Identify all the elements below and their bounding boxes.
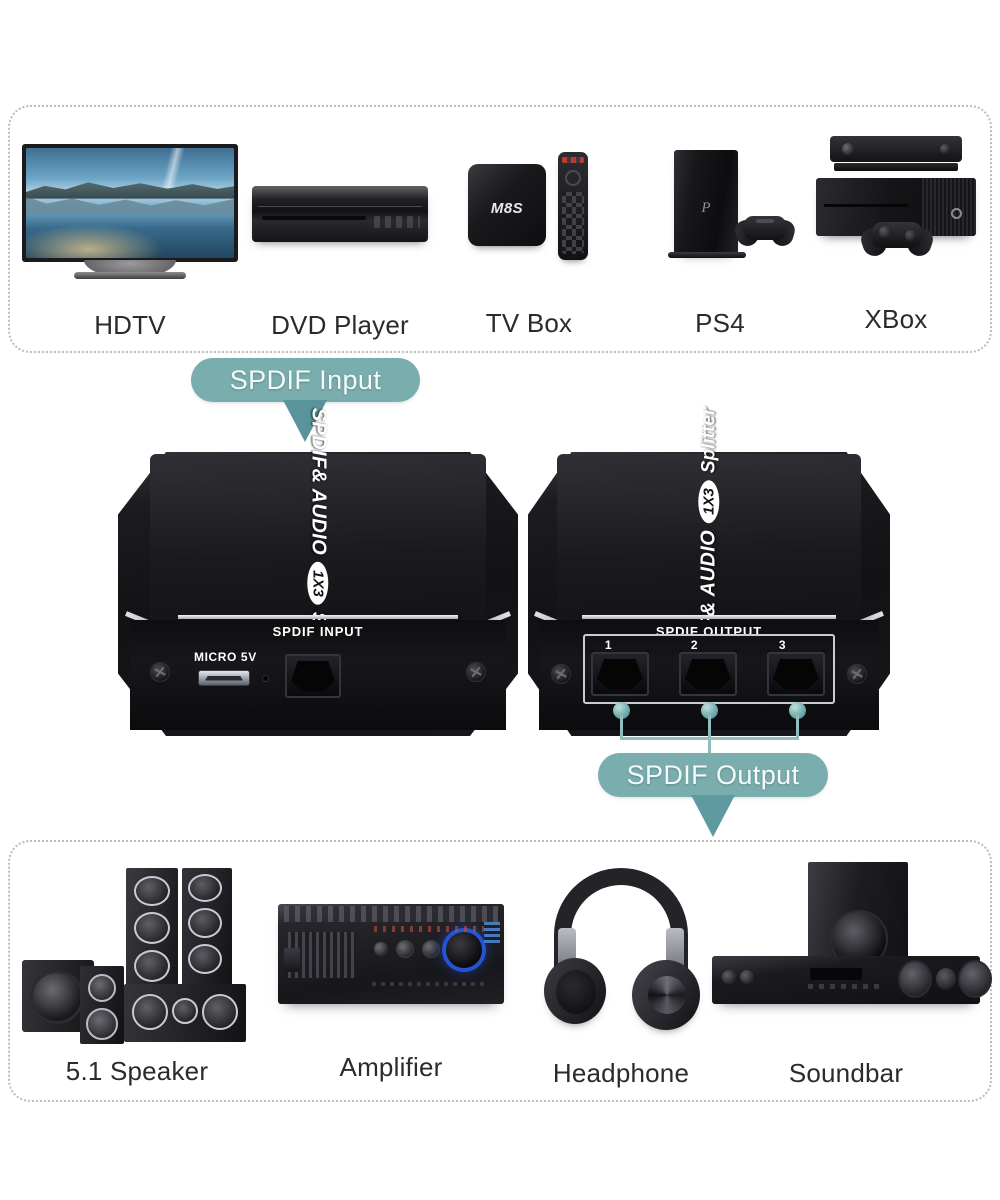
amplifier-volume-knob [446, 932, 482, 968]
reset-pinhole-icon [262, 674, 269, 682]
toslink-output-port-1[interactable] [590, 651, 649, 696]
spdif-input-arrow-icon [283, 400, 327, 442]
device-dvd-player: DVD Player [252, 140, 428, 338]
output-port-1-number: 1 [604, 637, 612, 652]
device-label: Amplifier [339, 1052, 443, 1082]
splitter-logo-line2: Splitter [698, 408, 719, 474]
device-label: Headphone [552, 1058, 690, 1088]
spdif-output-callout: SPDIF Output [598, 753, 828, 797]
soundbar-body [712, 956, 980, 1004]
splitter-branding-front: SPDIF& AUDIO 1X3 Splitter [118, 408, 518, 678]
micro-usb-port[interactable] [198, 669, 250, 686]
device-speaker-system: 5.1 Speaker [22, 862, 252, 1084]
toslink-output-port-3[interactable] [766, 651, 825, 696]
device-hdtv: HDTV [22, 140, 238, 338]
spdif-output-arrow-icon [691, 795, 735, 837]
amplifier-icon [278, 892, 504, 1044]
device-amplifier: Amplifier [278, 892, 504, 1080]
xbox-controller-icon [858, 216, 936, 260]
screw-icon [847, 663, 868, 684]
output-port-3-number: 3 [778, 637, 786, 652]
screw-icon [466, 661, 486, 682]
remote-icon [558, 152, 588, 260]
destination-devices-group [8, 840, 992, 1102]
toslink-output-port-2[interactable] [678, 651, 737, 696]
tv-box-brand: M8S [490, 200, 524, 218]
dvd-player-icon [252, 140, 428, 280]
output-port-2-number: 2 [690, 637, 698, 652]
output-connector-dot-1 [613, 702, 630, 719]
device-label: HDTV [94, 310, 166, 340]
device-label: 5.1 Speaker [65, 1056, 209, 1086]
splitter-front-panel: SPDIF INPUT MICRO 5V [130, 619, 506, 731]
device-ps4: P PS4 [640, 140, 800, 336]
device-soundbar: Soundbar [712, 862, 992, 1088]
spdif-input-label: SPDIF Input [229, 364, 382, 395]
toslink-input-port[interactable] [285, 653, 341, 698]
device-tv-box: M8S TV Box [462, 140, 596, 336]
screw-icon [150, 661, 170, 682]
spdif-input-callout: SPDIF Input [191, 358, 420, 402]
device-label: DVD Player [271, 310, 409, 340]
device-headphone: Headphone [540, 862, 702, 1086]
splitter-logo-badge: 1X3 [698, 480, 720, 524]
tv-box-icon: M8S [462, 140, 596, 280]
spdif-output-label: SPDIF Output [626, 759, 800, 790]
device-label: PS4 [695, 308, 745, 338]
source-devices-group [8, 105, 992, 353]
spdif-input-panel-title: SPDIF INPUT [272, 623, 364, 639]
device-xbox: XBox [806, 132, 986, 332]
device-label: Soundbar [788, 1058, 904, 1088]
speaker-system-icon [22, 862, 252, 1044]
connector-line-left [620, 715, 623, 739]
splitter-branding-back: SPDIF& AUDIO 1X3 Splitter [528, 408, 890, 678]
splitter-device-front: SPDIF& AUDIO 1X3 Splitter SPDIF INPUT MI… [118, 408, 518, 736]
output-connector-dot-3 [789, 702, 806, 719]
screw-icon [550, 663, 571, 684]
micro-5v-label: MICRO 5V [194, 649, 257, 664]
soundbar-icon [712, 862, 992, 1048]
device-label: TV Box [485, 308, 573, 338]
hdtv-icon [22, 140, 238, 280]
headphone-icon [540, 862, 702, 1048]
ps4-controller-icon [732, 210, 798, 250]
output-connector-dot-2 [701, 702, 718, 719]
xbox-icon [806, 132, 986, 282]
splitter-logo-line1: SPDIF& AUDIO [307, 408, 330, 556]
connector-line-right [796, 715, 799, 739]
ps4-icon: P [640, 140, 800, 280]
connector-line-center [708, 715, 711, 755]
device-label: XBox [864, 304, 928, 334]
splitter-logo-badge: 1X3 [307, 562, 329, 606]
splitter-device-back: SPDIF& AUDIO 1X3 Splitter SPDIF OUTPUT 1… [528, 408, 890, 736]
